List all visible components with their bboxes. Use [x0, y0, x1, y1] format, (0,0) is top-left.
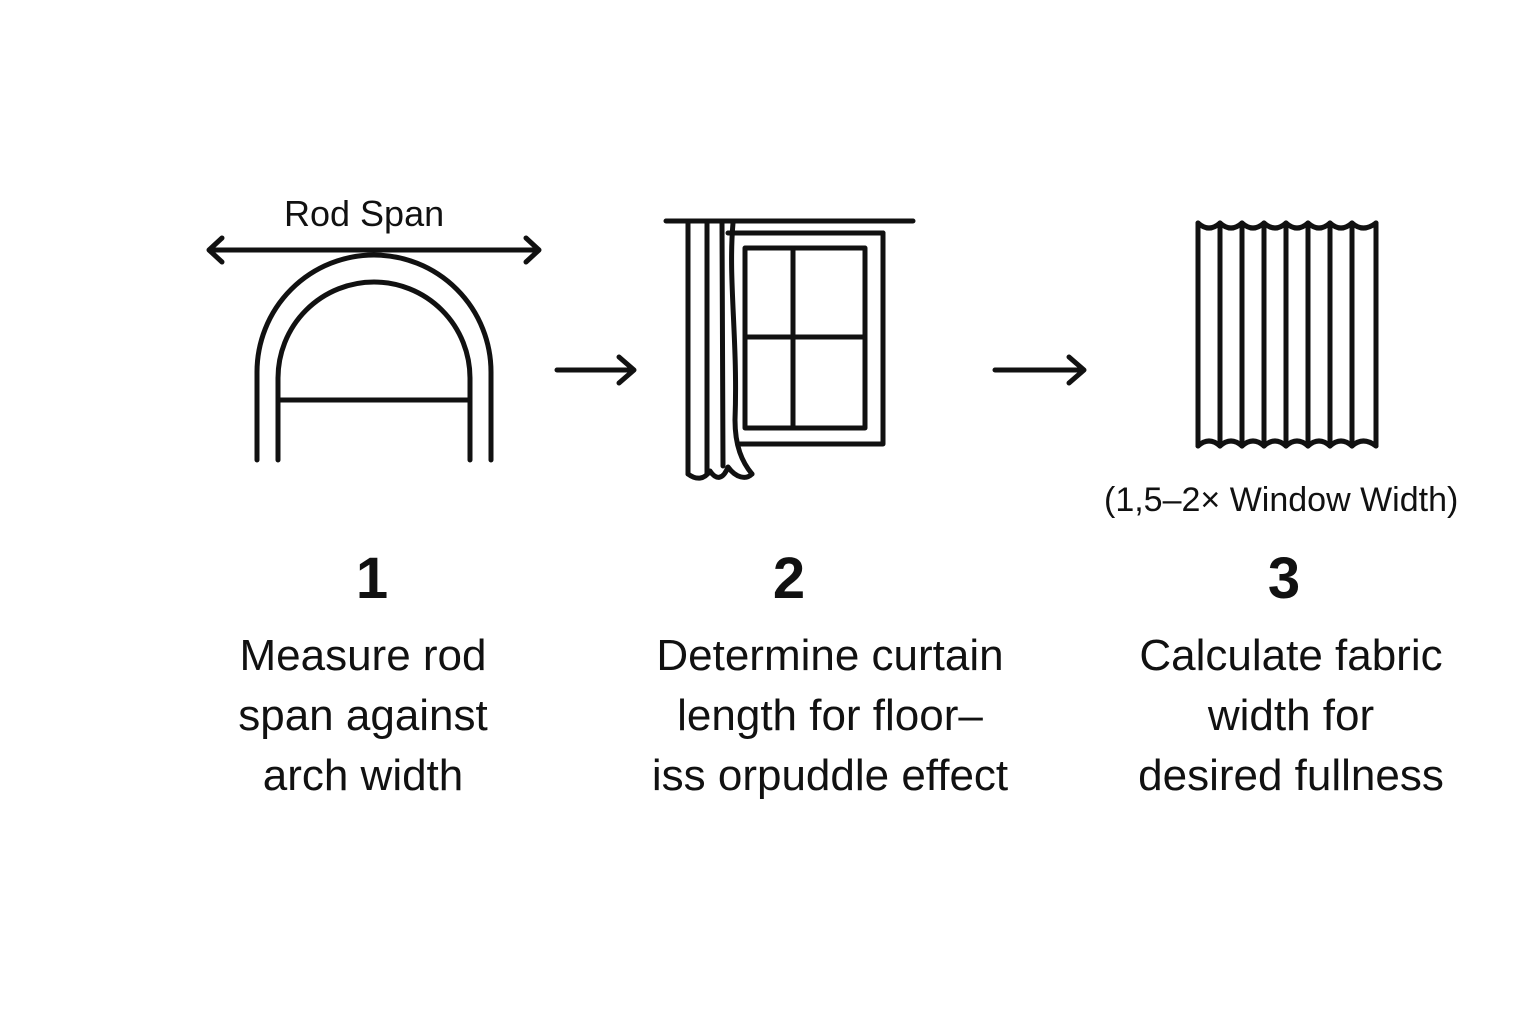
arched-window-icon — [254, 252, 494, 463]
curtain-window-icon — [663, 218, 916, 481]
step-1-line: Measure rod — [239, 631, 487, 680]
step-1-line: span against — [238, 691, 488, 740]
fullness-ratio-label: (1,5–2× Window Width) — [1104, 481, 1459, 519]
pleated-fabric-icon — [1195, 220, 1379, 449]
step-3-line: Calculate fabric — [1139, 631, 1443, 680]
step-2-number: 2 — [772, 546, 806, 611]
arrow-right-icon — [992, 354, 1087, 386]
rod-span-double-arrow-icon — [206, 235, 542, 265]
arrow-right-icon — [554, 354, 637, 386]
step-3-number: 3 — [1267, 546, 1301, 611]
step-2-description: Determine curtain length for floor– iss … — [600, 626, 1060, 806]
step-3-line: width for — [1207, 691, 1375, 740]
step-3-line: desired fullness — [1138, 751, 1444, 800]
step-1-line: arch width — [262, 751, 464, 800]
step-2-line: Determine curtain — [656, 631, 1004, 680]
rod-span-label: Rod Span — [284, 193, 445, 234]
step-2-line: length for floor– — [677, 691, 983, 740]
step-2-line: iss orpuddle effect — [651, 751, 1009, 800]
step-1-number: 1 — [355, 546, 389, 611]
step-3-description: Calculate fabric width for desired fulln… — [1100, 626, 1482, 806]
step-1-description: Measure rod span against arch width — [180, 626, 546, 806]
